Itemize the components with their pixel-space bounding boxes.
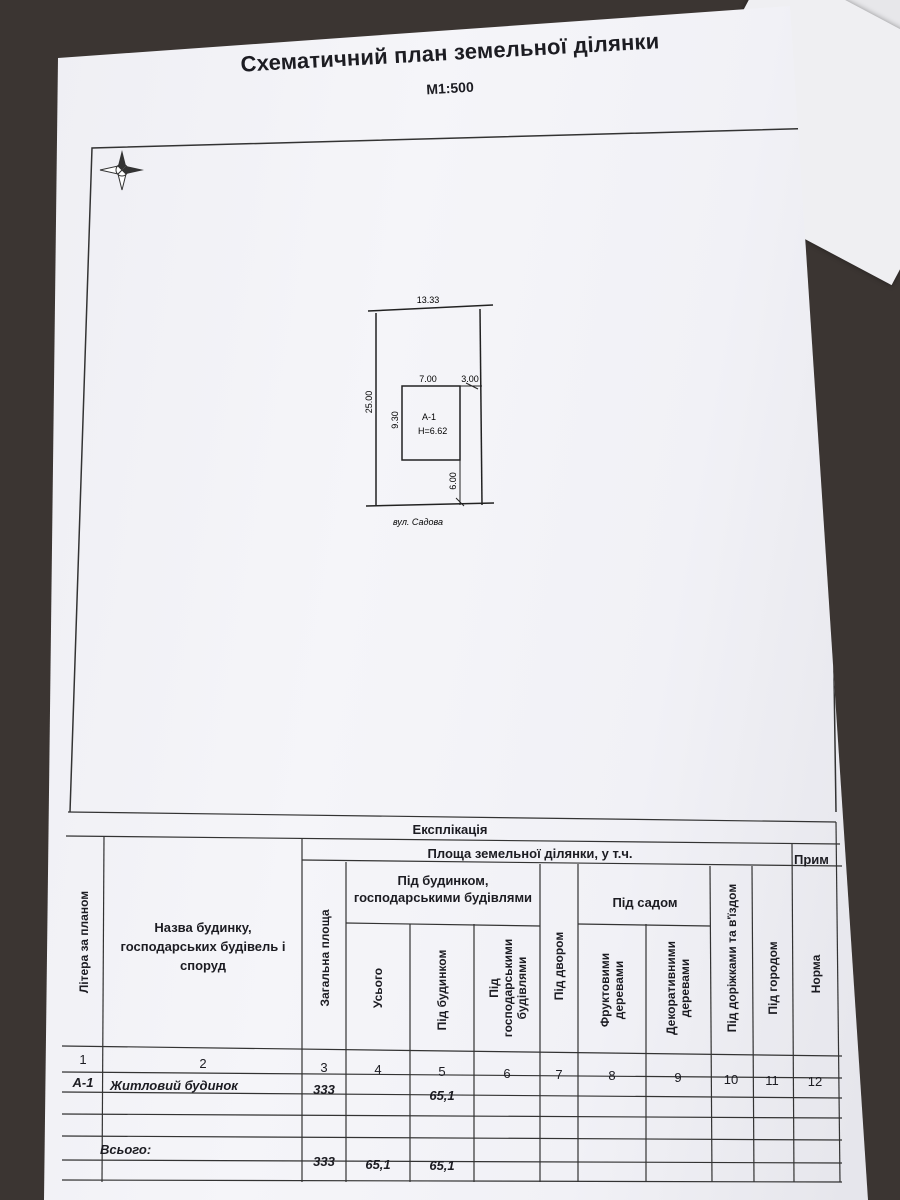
street-label: вул. Садова: [393, 517, 443, 527]
col-number: 8: [608, 1068, 616, 1083]
col-yard-header: Під двором: [552, 931, 566, 1001]
col-letter-header: Літера за планом: [77, 890, 91, 994]
col-number: 1: [79, 1052, 87, 1067]
row-letter: А-1: [72, 1075, 94, 1090]
front-offset-label: 6.00: [448, 472, 458, 490]
land-plot: [365, 304, 495, 507]
col-number: 7: [555, 1067, 563, 1082]
row-total: 333: [313, 1082, 335, 1097]
col-number: 2: [199, 1056, 207, 1071]
total-house: 65,1: [429, 1158, 455, 1173]
col-number: 3: [320, 1060, 328, 1075]
col-name-header: Назва будинку, господарських будівель і …: [120, 920, 286, 973]
lot-depth-label: 25.00: [364, 391, 374, 414]
row-house: 65,1: [429, 1088, 455, 1103]
side-offset-label: 3.00: [461, 374, 479, 384]
col-fruit-header: Фруктовими деревами: [598, 952, 626, 1028]
total-area: 333: [313, 1154, 335, 1169]
col-number: 4: [374, 1062, 382, 1077]
col-outbuildings-header: Під господарськими будівлями: [487, 938, 529, 1038]
row-name: Житловий будинок: [110, 1078, 238, 1093]
col-veg-header: Під городом: [766, 941, 780, 1015]
table-caption: Експлікація: [412, 822, 488, 837]
explication-table-grid: [61, 811, 843, 1183]
garden-group-header: Під садом: [612, 895, 678, 910]
plan-frame: [69, 127, 827, 813]
col-number: 11: [765, 1073, 779, 1088]
col-decor-header: Декоративними деревами: [664, 940, 692, 1036]
col-number: 6: [503, 1066, 511, 1081]
col-paths-header: Під доріжками та в'їздом: [725, 883, 739, 1033]
compass-icon: [99, 150, 144, 191]
house-label: А-1: [422, 412, 436, 422]
total-all: 65,1: [365, 1157, 391, 1172]
col-number: 9: [674, 1070, 682, 1085]
house-width-label: 7.00: [419, 374, 437, 384]
col-number: 12: [807, 1074, 823, 1089]
house-depth-label: 9.30: [390, 411, 400, 429]
col-house-header: Під будинком: [435, 949, 449, 1031]
col-total-header: Загальна площа: [318, 909, 332, 1007]
total-label: Всього:: [100, 1142, 152, 1157]
lot-width-label: 13.33: [417, 295, 440, 305]
col-number: 10: [723, 1072, 739, 1087]
col-norm-header: Норма: [809, 954, 823, 994]
area-group-header: Площа земельної ділянки, у т.ч.: [427, 846, 633, 861]
house-outline: [401, 385, 461, 461]
col-number: 5: [438, 1064, 446, 1079]
buildings-group-header: Під будинком, господарськими будівлями: [353, 873, 533, 905]
house-height-label: Н=6.62: [418, 426, 447, 436]
notes-header: Прим: [794, 852, 829, 867]
col-all-header: Усього: [371, 967, 385, 1009]
